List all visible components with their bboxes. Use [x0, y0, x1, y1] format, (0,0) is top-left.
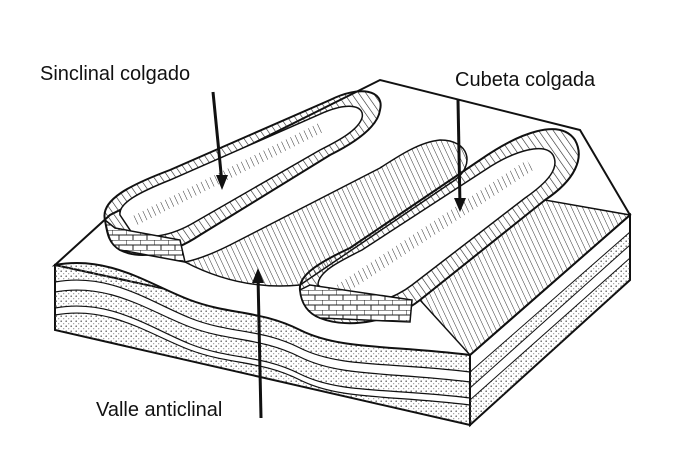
- label-sinclinal-colgado: Sinclinal colgado: [40, 64, 190, 84]
- label-cubeta-colgada: Cubeta colgada: [455, 70, 595, 90]
- label-valle-anticlinal: Valle anticlinal: [96, 400, 222, 420]
